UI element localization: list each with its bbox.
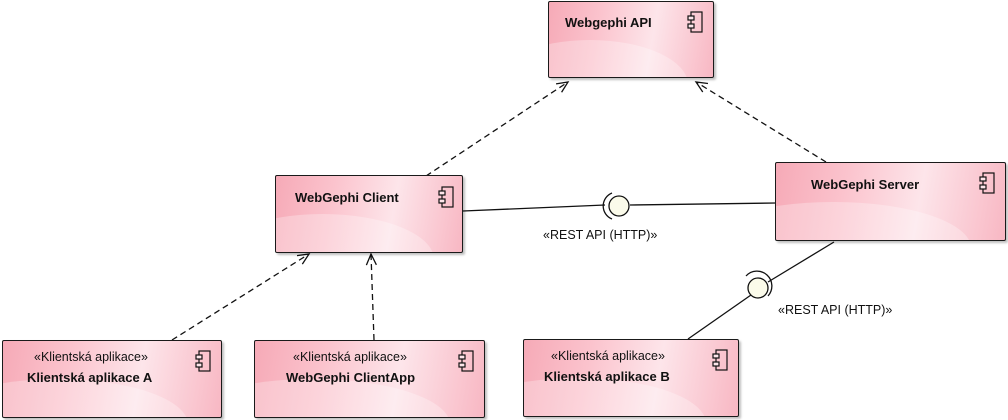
- required-interface-line-server: [767, 241, 835, 283]
- component-icon: [687, 11, 703, 33]
- dependency-klient-a-to-client: [171, 253, 311, 341]
- component-title: WebGephi Client: [295, 190, 399, 205]
- component-klientska-aplikace-a[interactable]: «Klientská aplikace» Klientská aplikace …: [2, 340, 222, 418]
- component-icon: [458, 350, 474, 372]
- dependency-server-to-api: [694, 81, 827, 163]
- required-interface-socket-client: [602, 192, 613, 220]
- provided-interface-line-server: [629, 202, 777, 206]
- dependency-client-to-api: [425, 81, 570, 177]
- component-webgephi-server[interactable]: WebGephi Server: [775, 162, 1006, 241]
- component-icon: [438, 186, 454, 208]
- component-webgephi-client[interactable]: WebGephi Client: [275, 175, 463, 253]
- component-stereotype: «Klientská aplikace»: [551, 349, 665, 363]
- required-interface-socket-server: [745, 270, 773, 297]
- component-title: WebGephi Server: [811, 177, 920, 192]
- required-interface-line-client: [462, 204, 606, 212]
- component-icon: [712, 349, 728, 371]
- component-icon: [979, 172, 995, 194]
- provided-interface-ball-rest-1: [608, 195, 630, 217]
- provided-interface-line-klient-b: [687, 294, 752, 340]
- component-title: Klientská aplikace B: [544, 369, 670, 384]
- component-icon: [195, 350, 211, 372]
- component-title: Webgephi API: [565, 15, 652, 30]
- interface-label-rest-1: «REST API (HTTP)»: [543, 228, 658, 242]
- component-webgephi-api[interactable]: Webgephi API: [548, 1, 714, 78]
- interface-label-rest-2: «REST API (HTTP)»: [778, 303, 893, 317]
- component-klientska-aplikace-b[interactable]: «Klientská aplikace» Klientská aplikace …: [523, 339, 739, 417]
- component-stereotype: «Klientská aplikace»: [34, 350, 148, 364]
- dependency-clientapp-to-client: [365, 252, 377, 341]
- provided-interface-ball-rest-2: [747, 277, 769, 299]
- component-webgephi-clientapp[interactable]: «Klientská aplikace» WebGephi ClientApp: [254, 340, 485, 418]
- component-title: Klientská aplikace A: [27, 370, 153, 385]
- component-stereotype: «Klientská aplikace»: [293, 350, 407, 364]
- component-title: WebGephi ClientApp: [286, 370, 416, 385]
